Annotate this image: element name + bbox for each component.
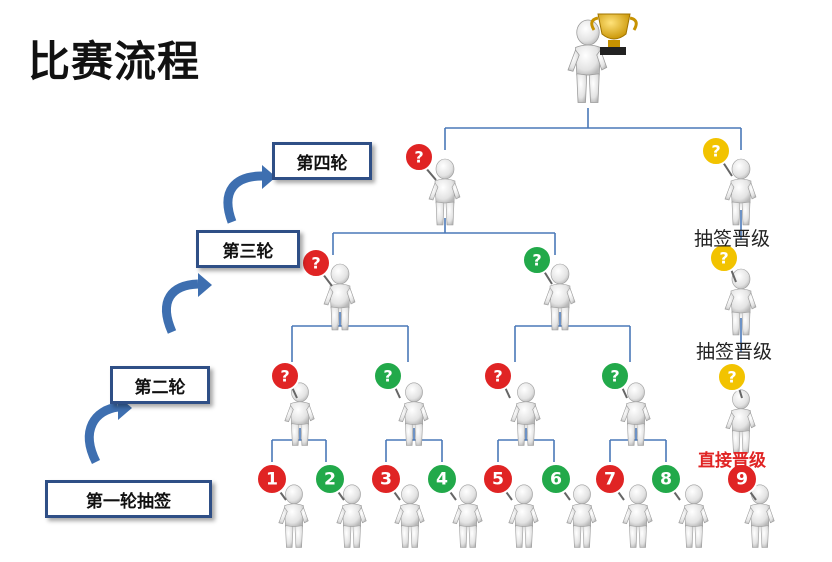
figure-round3-right (543, 263, 576, 331)
badge-round2-3: ? (483, 361, 513, 399)
bye-label-1: 抽签晋级 (694, 228, 771, 250)
badge-bye-lower: ? (717, 362, 747, 399)
figures (278, 13, 775, 548)
badge-round3-left: ? (301, 248, 333, 287)
svg-text:?: ? (280, 366, 289, 385)
svg-text:6: 6 (550, 470, 562, 490)
badge-round2-2: ? (373, 361, 403, 399)
trophy-icon (590, 13, 638, 55)
player-figure-5 (508, 484, 539, 548)
svg-text:?: ? (610, 366, 619, 385)
svg-text:?: ? (414, 147, 423, 166)
svg-text:1: 1 (266, 470, 278, 490)
page-title: 比赛流程 (28, 37, 201, 86)
badge-round4-left: ? (404, 142, 437, 181)
figure-round2-2 (398, 382, 429, 446)
round4-box: 第四轮 (272, 142, 372, 180)
svg-text:4: 4 (436, 470, 448, 490)
arrow-round2-to-3-head (198, 273, 212, 297)
player-figure-7 (622, 484, 653, 548)
figure-round2-1 (284, 382, 315, 446)
svg-text:?: ? (532, 250, 541, 269)
svg-text:3: 3 (380, 470, 392, 490)
player-figure-6 (566, 484, 597, 548)
badge-round4-right: ? (701, 136, 733, 177)
round-arrows (84, 165, 276, 465)
round3-box: 第三轮 (196, 230, 300, 268)
direct-advance-label: 直接晋级 (698, 451, 766, 471)
arrow-round3-to-4 (223, 171, 263, 224)
svg-text:7: 7 (604, 470, 616, 490)
badge-round2-1: ? (270, 361, 300, 399)
badge-round3-right: ? (522, 245, 553, 285)
player-badge-4: 4 (426, 463, 458, 501)
player-badge-5: 5 (482, 463, 514, 501)
player-badge-8: 8 (650, 463, 682, 501)
badge-bye-middle: ? (709, 243, 739, 283)
arrow-round1-to-2 (84, 402, 119, 465)
arrow-round3-to-4-head (262, 165, 276, 189)
svg-text:?: ? (493, 366, 502, 385)
player-figure-2 (336, 484, 367, 548)
round1-box: 第一轮抽签 (45, 480, 212, 518)
figure-bye-lower (725, 389, 756, 453)
arrow-round2-to-3 (162, 279, 199, 334)
bye-label-2: 抽签晋级 (696, 341, 773, 363)
player-figure-8 (678, 484, 709, 548)
player-badge-7: 7 (594, 463, 626, 501)
figure-round2-4 (620, 382, 651, 446)
player-badge-2: 2 (314, 463, 346, 501)
svg-text:?: ? (311, 253, 320, 272)
player-figure-9 (744, 484, 775, 548)
player-badge-6: 6 (540, 463, 572, 501)
figure-round4-left (428, 158, 461, 226)
svg-text:2: 2 (324, 470, 336, 490)
svg-text:?: ? (383, 366, 392, 385)
figure-round2-3 (510, 382, 541, 446)
figure-bye-middle (724, 268, 757, 336)
player-figure-4 (452, 484, 483, 548)
player-figure-3 (394, 484, 425, 548)
round2-box: 第二轮 (110, 366, 210, 404)
svg-text:?: ? (719, 248, 728, 267)
svg-text:8: 8 (660, 470, 672, 490)
figure-round3-left (323, 263, 356, 331)
svg-text:?: ? (727, 367, 736, 386)
player-badge-3: 3 (370, 463, 402, 501)
figure-round4-right (724, 158, 757, 226)
bracket-lines (271, 108, 742, 462)
champion-figure (567, 19, 608, 103)
svg-text:5: 5 (492, 470, 504, 490)
player-figure-1 (278, 484, 309, 548)
player-badge-9: 9 (726, 463, 758, 501)
badges: ?????????? 1 2 3 4 5 6 7 8 9 (256, 136, 758, 501)
player-badge-1: 1 (256, 463, 288, 501)
svg-text:?: ? (711, 141, 720, 160)
svg-text:9: 9 (736, 470, 748, 490)
badge-round2-4: ? (600, 361, 630, 399)
